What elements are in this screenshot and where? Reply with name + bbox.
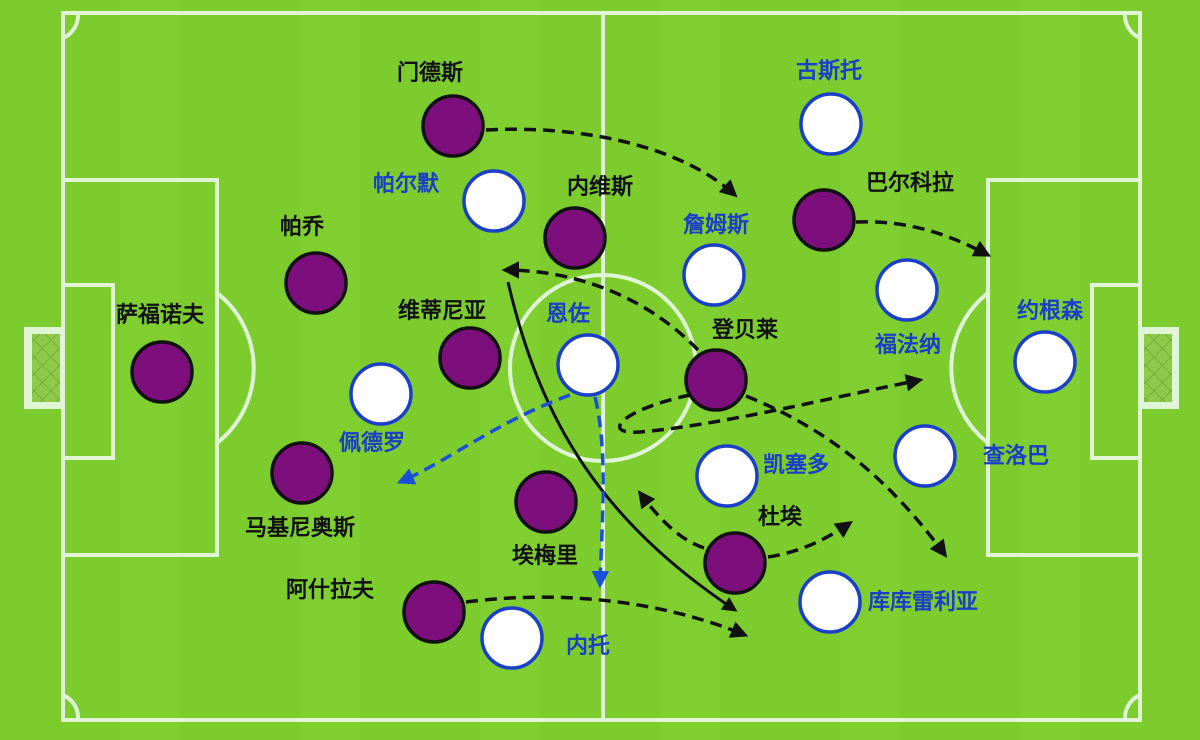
label-palmer: 帕尔默 <box>373 171 440 197</box>
pass-arrows <box>396 393 610 589</box>
arrow-doue-forward <box>767 521 853 559</box>
arrow-doue-back <box>637 490 705 550</box>
player-jorgensen <box>1013 330 1077 394</box>
player-caicedo <box>695 444 759 508</box>
label-marquinhos: 马基尼奥斯 <box>245 515 355 541</box>
player-james <box>682 243 746 307</box>
label-fofana: 福法纳 <box>874 332 941 358</box>
team-b-labels: 约根森 古斯托 查洛巴 库库雷利亚 帕尔默 詹姆斯 福法纳 恩佐 佩德罗 凯塞多… <box>339 58 1084 659</box>
right-goal <box>1140 327 1179 409</box>
player-cucurella <box>798 570 862 634</box>
team-a-players <box>130 94 856 644</box>
player-neves <box>543 206 607 270</box>
player-fofana <box>875 258 939 322</box>
arrow-barcola-run <box>855 220 992 257</box>
label-pacho: 帕乔 <box>280 214 325 240</box>
arrow-vitinha-solid-run <box>506 281 738 612</box>
label-caicedo: 凯塞多 <box>763 452 829 478</box>
label-jorgensen: 约根森 <box>1017 298 1084 324</box>
team-b-players <box>349 92 1077 670</box>
corner-arc-tr <box>1122 12 1141 40</box>
corner-arc-tl <box>62 12 81 40</box>
movement-arrows <box>465 127 992 638</box>
corner-arc-br <box>1122 693 1141 721</box>
corner-arc-bl <box>62 693 81 721</box>
player-enzo <box>556 333 620 397</box>
player-pedro <box>349 362 413 426</box>
arrow-mendes-run <box>485 127 738 198</box>
player-vitinha <box>438 326 502 390</box>
player-neto <box>480 606 544 670</box>
player-marquinhos <box>270 441 334 505</box>
arrow-dembele-loop <box>617 374 924 434</box>
label-hakimi: 阿什拉夫 <box>286 577 375 603</box>
player-emery <box>514 470 578 534</box>
label-pedro: 佩德罗 <box>339 430 405 456</box>
label-neto: 内托 <box>566 634 610 659</box>
label-dembele: 登贝莱 <box>711 317 778 343</box>
label-james: 詹姆斯 <box>683 212 749 238</box>
label-cucurella: 库库雷利亚 <box>868 590 978 615</box>
player-barcola <box>792 188 856 252</box>
label-gusto: 古斯托 <box>796 58 862 84</box>
left-penalty-arc <box>215 291 256 445</box>
player-palmer <box>462 169 526 233</box>
arrow-enzo-pass-down <box>591 396 610 589</box>
label-emery: 埃梅里 <box>512 543 578 569</box>
player-dembele <box>684 348 748 412</box>
player-chalobah <box>893 424 957 488</box>
player-gusto <box>799 92 863 156</box>
player-hakimi <box>402 580 466 644</box>
arrow-enzo-pass-left <box>396 393 571 485</box>
right-penalty-arc <box>949 291 990 445</box>
label-neves: 内维斯 <box>567 174 633 200</box>
left-goal <box>24 327 63 409</box>
team-a-labels: 萨福诺夫 帕乔 马基尼奥斯 门德斯 维蒂尼亚 阿什拉夫 内维斯 埃梅里 巴尔科拉… <box>116 60 954 603</box>
player-mendes <box>421 94 485 158</box>
arrow-hakimi-run <box>465 595 749 638</box>
label-doue: 杜埃 <box>758 504 803 530</box>
label-mendes: 门德斯 <box>397 60 463 86</box>
player-pacho <box>284 251 348 315</box>
label-safonov: 萨福诺夫 <box>116 302 205 328</box>
label-enzo: 恩佐 <box>546 301 590 327</box>
arrow-dembele-drop <box>501 261 700 352</box>
label-barcola: 巴尔科拉 <box>866 170 954 196</box>
label-vitinha: 维蒂尼亚 <box>398 298 486 324</box>
player-doue <box>703 531 767 595</box>
player-safonov <box>130 340 194 404</box>
label-chalobah: 查洛巴 <box>983 443 1049 469</box>
